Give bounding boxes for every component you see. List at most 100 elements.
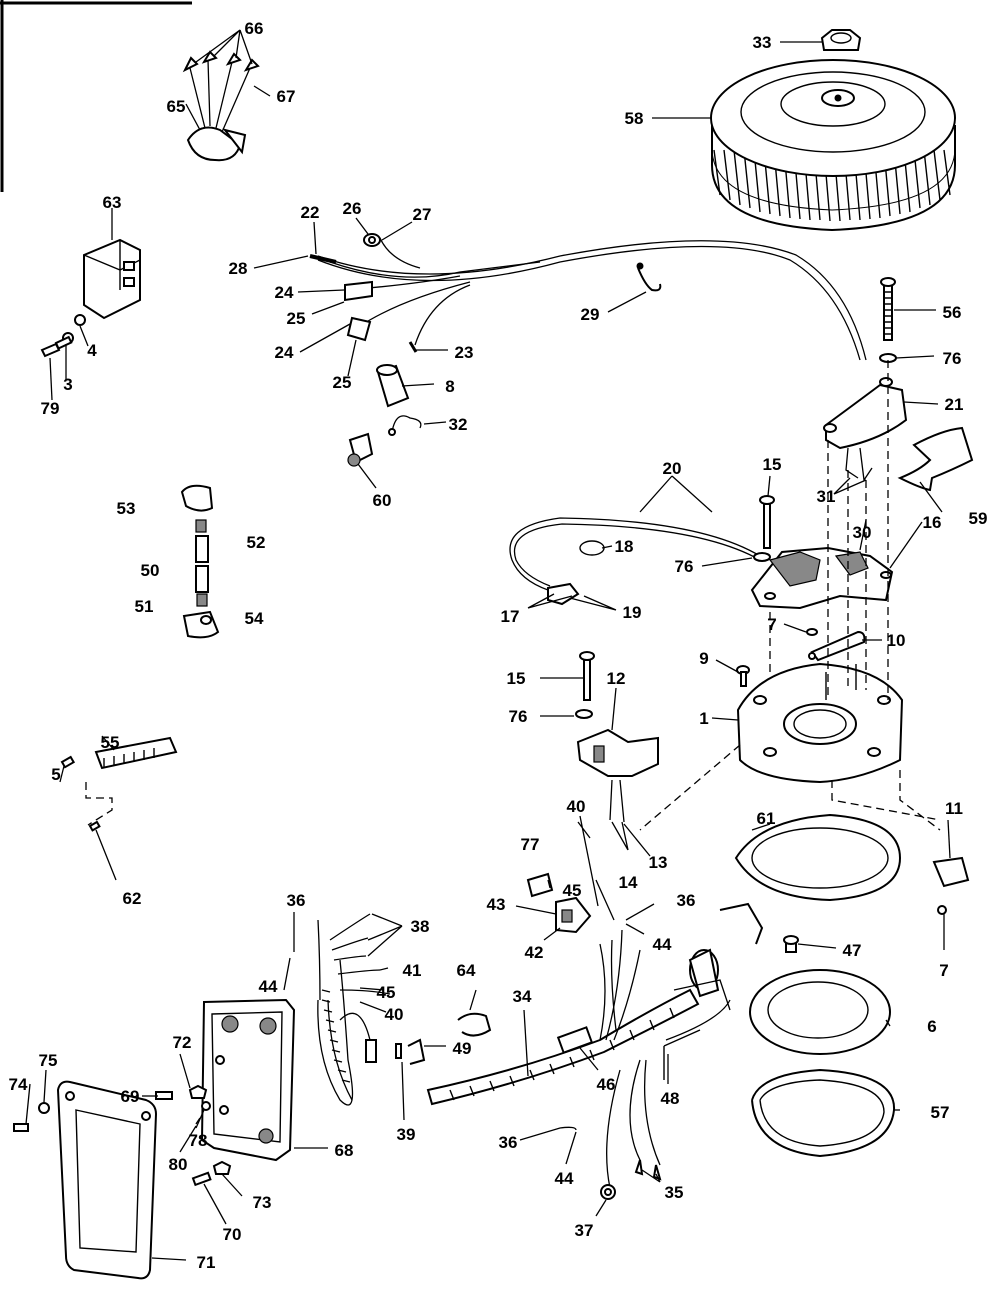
label-67: 67 (277, 87, 296, 106)
coil-screw (575, 651, 595, 719)
label-3: 3 (63, 375, 72, 394)
terminal-block (60, 736, 178, 832)
label-5: 5 (51, 765, 60, 784)
label-41: 41 (403, 961, 422, 980)
label-20: 20 (663, 459, 682, 478)
label-43: 43 (487, 895, 506, 914)
label-27: 27 (413, 205, 432, 224)
label-55: 55 (101, 733, 120, 752)
connector-bullet (376, 364, 410, 408)
plate-screw (783, 935, 799, 953)
label-56: 56 (943, 303, 962, 322)
terminal-harness (317, 913, 391, 1106)
label-15-top: 15 (763, 455, 782, 474)
label-68: 68 (335, 1141, 354, 1160)
grommet (526, 872, 554, 898)
label-66: 66 (245, 19, 264, 38)
rectifier (40, 238, 141, 358)
label-6: 6 (927, 1017, 936, 1036)
label-17: 17 (501, 607, 520, 626)
terminal-wire (388, 415, 422, 436)
label-47: 47 (843, 941, 862, 960)
retaining-clip (579, 540, 605, 556)
label-79: 79 (41, 399, 60, 418)
label-16: 16 (923, 513, 942, 532)
label-60: 60 (373, 491, 392, 510)
label-37: 37 (575, 1221, 594, 1240)
label-59: 59 (969, 509, 988, 528)
spark-plug-cap (347, 432, 374, 467)
label-53: 53 (117, 499, 136, 518)
sleeve (195, 535, 209, 593)
label-23: 23 (455, 343, 474, 362)
label-54: 54 (245, 609, 264, 628)
label-78: 78 (189, 1131, 208, 1150)
label-4: 4 (87, 341, 97, 360)
label-11: 11 (945, 799, 963, 818)
label-44-low: 44 (555, 1169, 574, 1188)
frame-corner (0, 0, 192, 192)
label-52: 52 (247, 533, 266, 552)
label-76-top: 76 (943, 349, 962, 368)
label-25-upper: 25 (287, 309, 306, 328)
screw-small (736, 628, 818, 687)
label-25-lower: 25 (333, 373, 352, 392)
label-70: 70 (223, 1225, 242, 1244)
label-14: 14 (619, 873, 638, 892)
bracket-wire (663, 1029, 701, 1080)
terminal-clip (395, 1038, 426, 1065)
label-13: 13 (649, 853, 668, 872)
spring-upper (195, 519, 207, 533)
label-75: 75 (39, 1051, 58, 1070)
label-57: 57 (931, 1103, 950, 1122)
label-28: 28 (229, 259, 248, 278)
label-76-mid: 76 (675, 557, 694, 576)
label-39: 39 (397, 1125, 416, 1144)
label-32: 32 (449, 415, 468, 434)
flywheel (710, 59, 956, 232)
clip-link (808, 630, 866, 662)
flywheel-nut (820, 29, 862, 51)
label-58: 58 (625, 109, 644, 128)
label-51: 51 (135, 597, 154, 616)
terminal-cover (56, 1080, 158, 1280)
label-40-top: 40 (567, 797, 586, 816)
label-12: 12 (607, 669, 626, 688)
armature-plate (736, 662, 904, 784)
harness-branches (599, 929, 731, 1189)
main-harness-sleeve (426, 988, 700, 1106)
label-71: 71 (197, 1253, 216, 1272)
label-50: 50 (141, 561, 160, 580)
label-77: 77 (521, 835, 540, 854)
label-62: 62 (123, 889, 142, 908)
label-45-top: 45 (563, 881, 582, 900)
rectifier-regulator (182, 50, 260, 162)
label-74: 74 (9, 1075, 28, 1094)
label-42: 42 (525, 943, 544, 962)
spark-plug-boot-upper (180, 484, 214, 512)
cover-screws (13, 1084, 232, 1187)
shield (897, 426, 974, 492)
label-45-left: 45 (377, 983, 396, 1002)
label-40-left: 40 (385, 1005, 404, 1024)
ignition-coil (576, 728, 659, 823)
label-35: 35 (665, 1183, 684, 1202)
label-36-left: 36 (287, 891, 306, 910)
harness-connector-plug (688, 948, 720, 998)
label-26: 26 (343, 199, 362, 218)
armature-screw (753, 495, 775, 562)
leader-lines (25, 29, 951, 1261)
label-18: 18 (615, 537, 634, 556)
spark-plug-boot-lower (182, 610, 220, 639)
label-10: 10 (887, 631, 906, 650)
label-72: 72 (173, 1033, 192, 1052)
spacer-clip (932, 856, 970, 915)
label-8: 8 (445, 377, 454, 396)
label-69: 69 (121, 1087, 140, 1106)
label-64: 64 (457, 961, 476, 980)
retainer-plate (749, 969, 891, 1055)
sensor-armature (750, 546, 894, 610)
label-1: 1 (699, 709, 708, 728)
ring-terminal (600, 1184, 616, 1200)
